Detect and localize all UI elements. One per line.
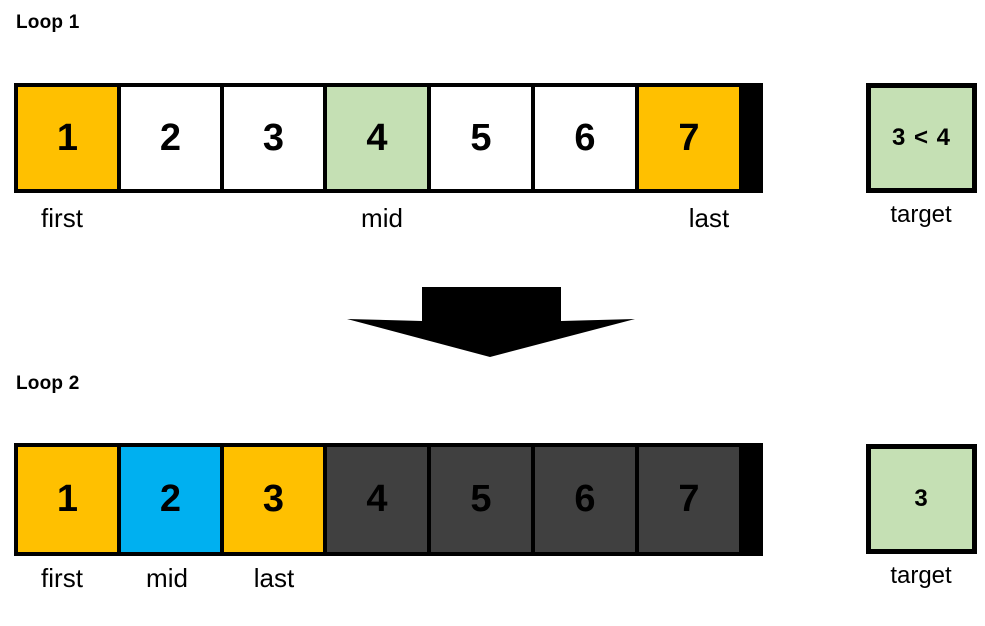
loop1-cell-1[interactable]: 2 [117, 87, 220, 189]
loop2-cell-5-value: 6 [574, 478, 596, 520]
loop2-heading: Loop 2 [16, 373, 80, 394]
loop2-label-mid: mid [146, 563, 188, 593]
loop2-cell-5[interactable]: 6 [531, 447, 635, 552]
loop1-cell-6-value: 7 [678, 116, 700, 159]
loop1-cell-4-value: 5 [470, 116, 492, 159]
loop2-target-box: 3 [866, 444, 977, 554]
down-arrow-shape [347, 287, 635, 357]
loop1-cell-1-value: 2 [159, 116, 182, 159]
loop1-cell-3-value: 4 [366, 116, 388, 159]
loop2-array-row: 1 2 3 4 5 6 7 [14, 443, 763, 556]
loop1-cell-2-value: 3 [262, 116, 285, 159]
loop2-cell-4-value: 5 [470, 478, 492, 520]
loop1-cell-5[interactable]: 6 [531, 87, 635, 189]
loop1-array-row: 1 2 3 4 5 6 7 [14, 83, 763, 193]
loop2-cell-2[interactable]: 3 [220, 447, 323, 552]
loop2-cell-3-value: 4 [366, 478, 388, 520]
loop1-cell-6[interactable]: 7 [635, 87, 739, 189]
loop2-cell-6-value: 7 [678, 478, 700, 520]
loop2-cell-1[interactable]: 2 [117, 447, 220, 552]
loop1-cell-2[interactable]: 3 [220, 87, 323, 189]
loop1-cell-0[interactable]: 1 [18, 87, 117, 189]
loop2-cell-0[interactable]: 1 [18, 447, 117, 552]
loop1-label-mid: mid [361, 203, 403, 233]
loop2-cell-3[interactable]: 4 [323, 447, 427, 552]
loop2-label-last: last [253, 563, 295, 593]
down-arrow-icon [347, 287, 635, 357]
loop1-label-first: first [41, 203, 83, 233]
loop1-target-value: 3 < 4 [891, 124, 952, 151]
loop1-target-box: 3 < 4 [866, 83, 977, 193]
loop1-label-last: last [688, 203, 730, 233]
loop2-target-label: target [890, 562, 952, 589]
loop2-cell-6[interactable]: 7 [635, 447, 739, 552]
loop2-cell-1-value: 2 [159, 478, 182, 520]
loop2-label-first: first [41, 563, 83, 593]
loop2-target-value: 3 [914, 485, 929, 512]
loop1-cell-3[interactable]: 4 [323, 87, 427, 189]
loop2-cell-2-value: 3 [262, 478, 285, 520]
loop2-cell-4[interactable]: 5 [427, 447, 531, 552]
loop1-cell-0-value: 1 [56, 116, 79, 159]
loop1-heading: Loop 1 [16, 12, 80, 33]
loop1-target-label: target [890, 201, 952, 228]
loop1-cell-5-value: 6 [574, 116, 596, 159]
loop1-cell-4[interactable]: 5 [427, 87, 531, 189]
loop2-cell-0-value: 1 [56, 478, 79, 520]
